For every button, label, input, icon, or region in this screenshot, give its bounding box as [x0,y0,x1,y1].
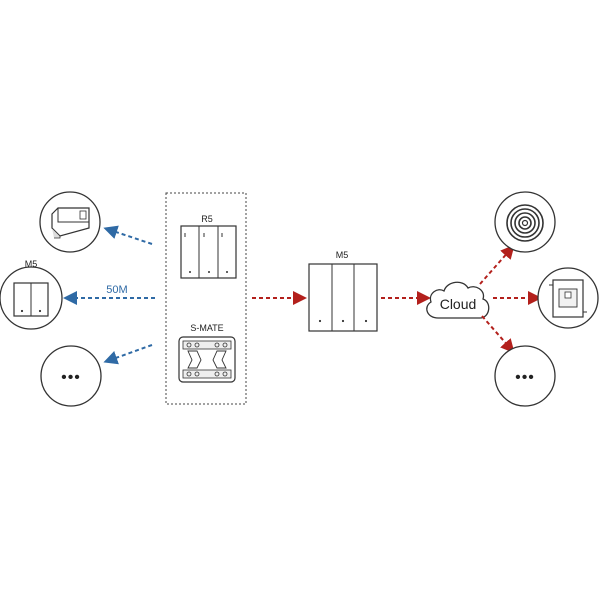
red-links-right [479,244,542,354]
right-top-node [494,191,556,253]
more-options-icon: ••• [61,369,81,386]
left-switch-label: M5 [25,259,38,269]
transmitter-group-box [165,192,247,405]
r5-label: R5 [201,214,213,224]
coiled-light-strip-icon [506,204,544,242]
right-more-node: ••• [494,345,556,407]
smate-label: S-MATE [190,323,223,333]
cloud-icon [426,281,490,319]
distance-label: 50M [106,284,127,296]
two-gang-switch-icon [13,282,49,317]
three-gang-switch-icon [308,263,378,332]
cloud-label: Cloud [440,296,477,312]
blue-links [63,225,155,365]
left-top-node [39,191,101,253]
plug-in-module-icon [51,207,90,239]
more-options-icon: ••• [515,369,535,386]
left-middle-node [0,266,63,330]
three-gang-remote-icon [180,225,237,279]
left-more-node: ••• [40,345,102,407]
center-switch-label: M5 [336,250,349,260]
right-middle-node [537,267,599,329]
din-rail-module-icon [549,279,587,318]
s-mate-relay-icon [178,336,236,383]
